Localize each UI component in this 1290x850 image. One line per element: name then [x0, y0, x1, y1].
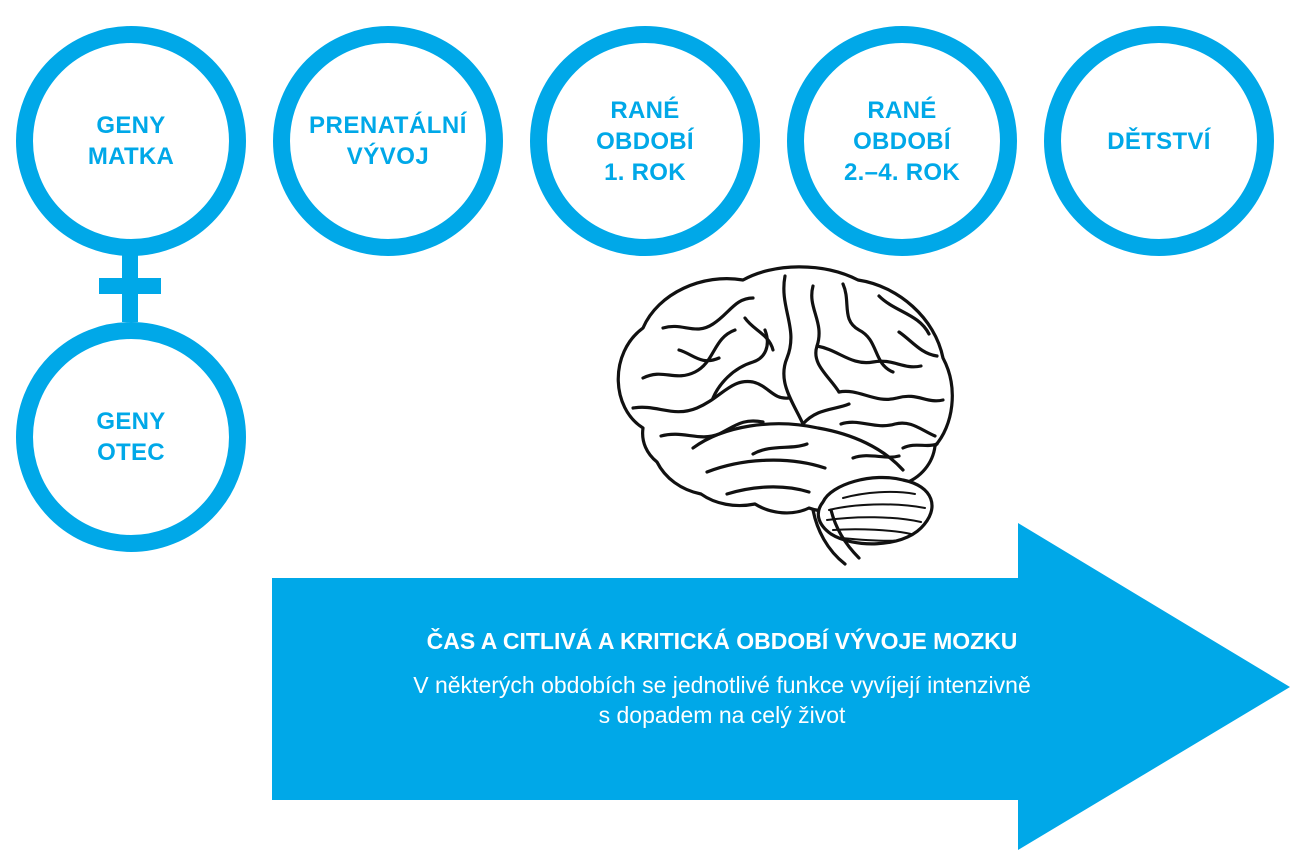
stage-prenatalni-vyvoj: PRENATÁLNÍ VÝVOJ: [273, 26, 503, 256]
stage-label-line: PRENATÁLNÍ: [309, 112, 467, 139]
stage-label-line: 1. ROK: [604, 158, 686, 186]
stage-label-line: MATKA: [87, 143, 175, 170]
arrow-text-block: ČAS A CITLIVÁ A KRITICKÁ OBDOBÍ VÝVOJE M…: [272, 622, 1172, 730]
stage-label-line: RANÉ: [867, 96, 937, 124]
brain-icon: [616, 265, 954, 566]
stage-label-line: RANÉ: [610, 96, 680, 124]
stage-geny-matka: GENY MATKA: [16, 26, 246, 256]
stage-detstvi: DĚTSTVÍ: [1044, 26, 1274, 256]
arrow-subtitle: V některých obdobích se jednotlivé funkc…: [272, 670, 1172, 730]
stage-label-line: 2.–4. ROK: [843, 158, 961, 186]
stage-label-line: OTEC: [97, 439, 165, 466]
arrow-subtitle-line: V některých obdobích se jednotlivé funkc…: [413, 672, 1031, 698]
stage-label-line: VÝVOJ: [346, 143, 430, 170]
arrow-title: ČAS A CITLIVÁ A KRITICKÁ OBDOBÍ VÝVOJE M…: [426, 628, 1018, 654]
stage-label-line: DĚTSTVÍ: [1107, 127, 1211, 155]
stage-rane-obdobi-2-4-rok: RANÉ OBDOBÍ 2.–4. ROK: [787, 26, 1017, 256]
stage-label-line: GENY: [96, 408, 166, 435]
stage-rane-obdobi-1-rok: RANÉ OBDOBÍ 1. ROK: [530, 26, 760, 256]
plus-icon: [99, 250, 161, 322]
stage-label-line: OBDOBÍ: [853, 127, 951, 155]
geny-otec: GENY OTEC: [16, 322, 246, 552]
arrow-subtitle-line: s dopadem na celý život: [598, 702, 846, 728]
stage-label-line: GENY: [96, 112, 166, 139]
stage-label-line: OBDOBÍ: [596, 127, 694, 155]
